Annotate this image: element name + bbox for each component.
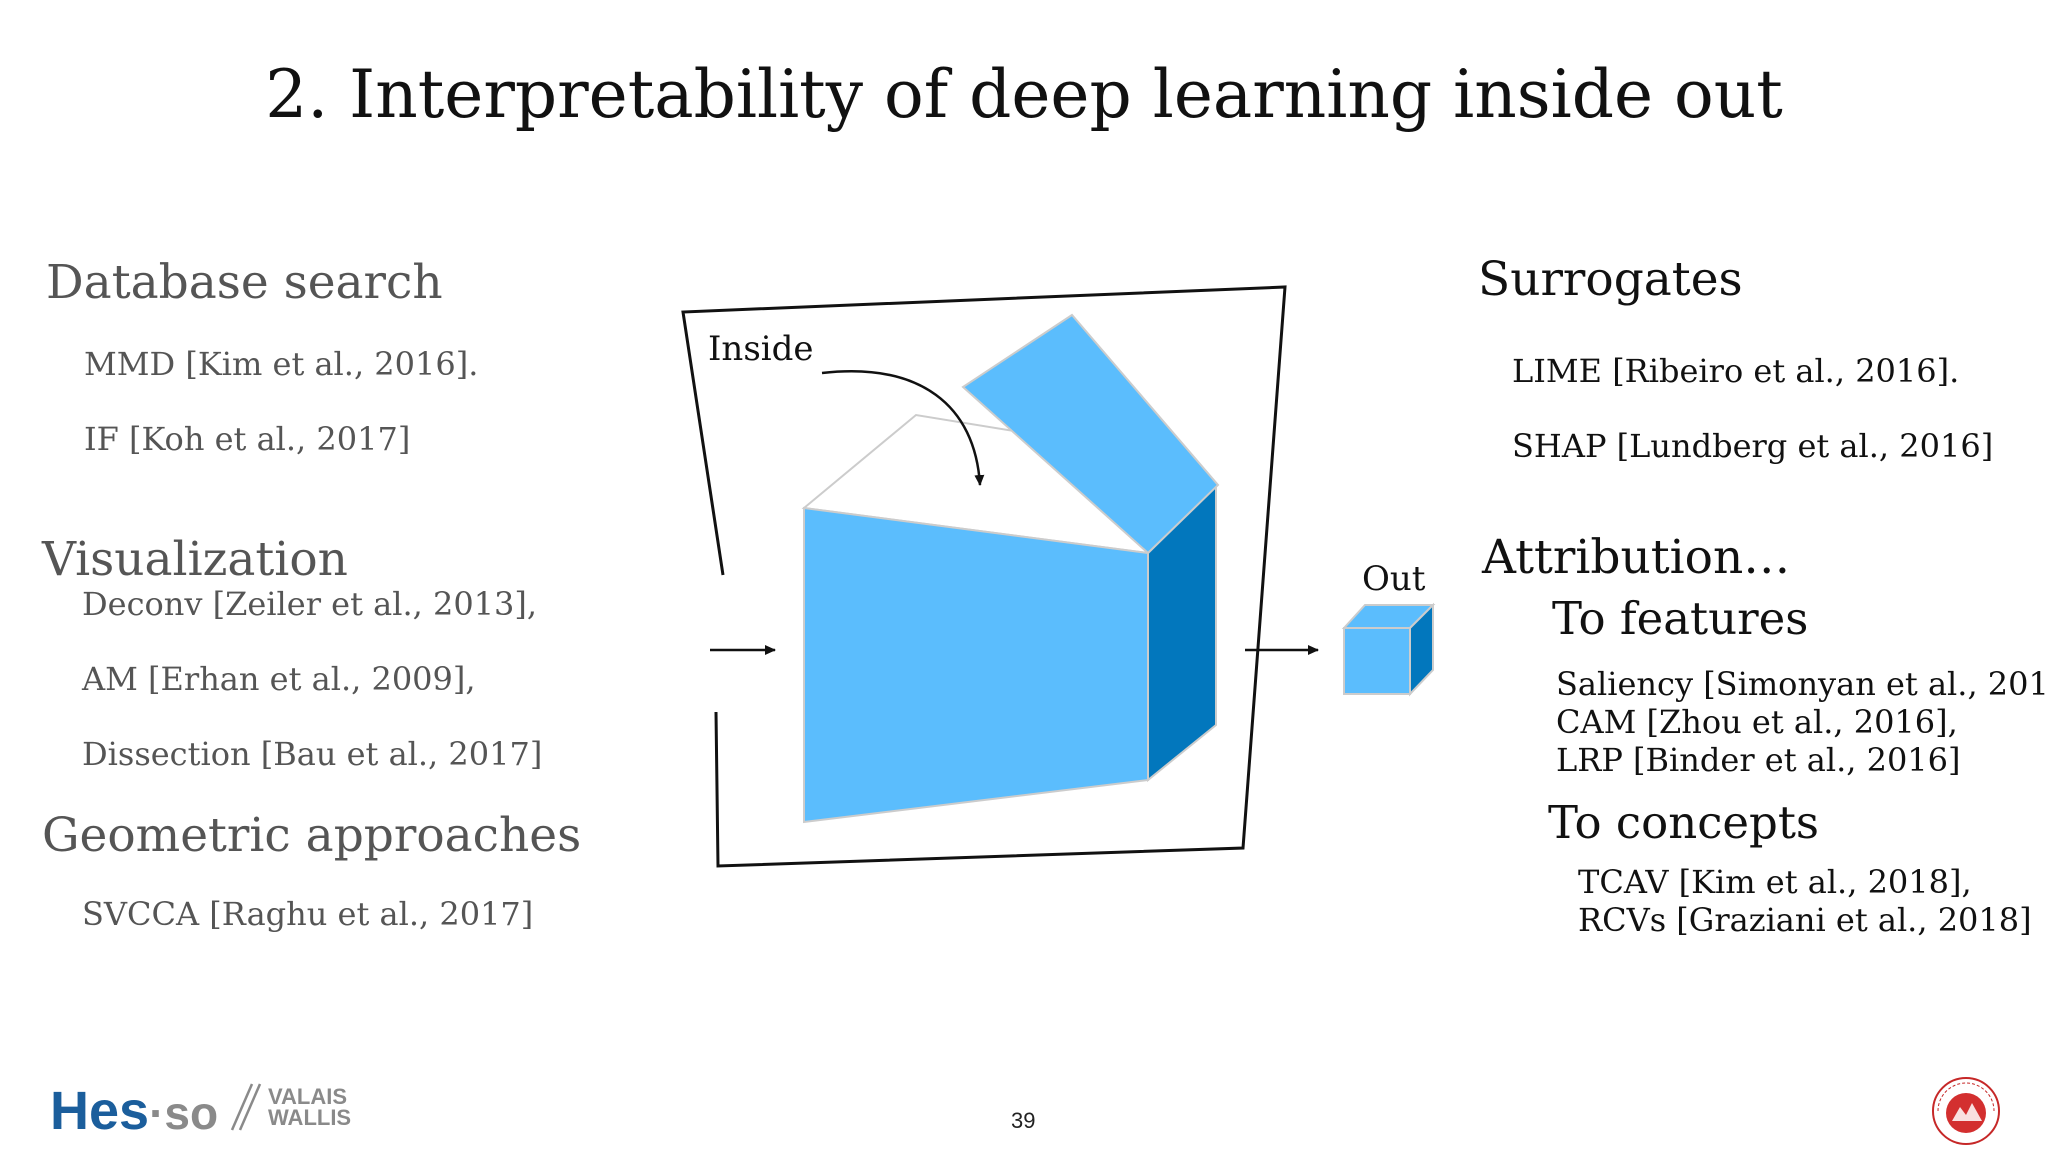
model-frame <box>681 285 1287 868</box>
ref-mmd: MMD [Kim et al., 2016]. <box>84 345 479 383</box>
attribution-heading: Attribution… <box>1482 530 1791 585</box>
inside-label: Inside <box>708 329 814 369</box>
ref-lime: LIME [Ribeiro et al., 2016]. <box>1512 352 1960 390</box>
ref-shap: SHAP [Lundberg et al., 2016] <box>1512 427 1994 465</box>
hes-so-logo: Hes·so <box>50 1080 218 1142</box>
ref-saliency: Saliency [Simonyan et al., 2013], <box>1556 665 2048 703</box>
box-lid <box>961 313 1220 555</box>
database-search-heading: Database search <box>46 255 443 310</box>
slide-title: 2. Interpretability of deep learning ins… <box>265 56 1783 133</box>
ref-deconv: Deconv [Zeiler et al., 2013], <box>82 585 538 623</box>
box-front <box>803 506 1149 824</box>
out-label: Out <box>1362 559 1426 599</box>
visualization-heading: Visualization <box>42 532 348 587</box>
ref-if: IF [Koh et al., 2017] <box>84 420 411 458</box>
ref-svcca: SVCCA [Raghu et al., 2017] <box>82 895 534 933</box>
ref-rcvs: RCVs [Graziani et al., 2018] <box>1578 901 2032 939</box>
page-number: 39 <box>1011 1108 1036 1133</box>
to-features-heading: To features <box>1552 592 1809 645</box>
ref-lrp: LRP [Binder et al., 2016] <box>1556 741 1961 779</box>
ref-tcav: TCAV [Kim et al., 2018], <box>1578 863 1972 901</box>
logo-valais-wallis: VALAIS WALLIS <box>268 1084 352 1130</box>
logo-valais-text: VALAIS <box>268 1084 348 1109</box>
geometric-heading: Geometric approaches <box>42 808 582 863</box>
to-concepts-heading: To concepts <box>1548 796 1820 849</box>
logo-wallis-text: WALLIS <box>268 1105 352 1130</box>
inside-arrow <box>821 370 985 486</box>
logo-hes-text: Hes <box>50 1081 150 1141</box>
output-cube <box>1341 602 1436 697</box>
ref-cam: CAM [Zhou et al., 2016], <box>1556 703 1958 741</box>
logo-slashes-icon <box>230 1083 262 1131</box>
surrogates-heading: Surrogates <box>1478 252 1743 307</box>
ref-am: AM [Erhan et al., 2009], <box>82 660 476 698</box>
valais-excellence-seal-icon <box>1932 1077 2000 1145</box>
logo-so-text: ·so <box>149 1087 219 1139</box>
ref-dissection: Dissection [Bau et al., 2017] <box>82 735 543 773</box>
